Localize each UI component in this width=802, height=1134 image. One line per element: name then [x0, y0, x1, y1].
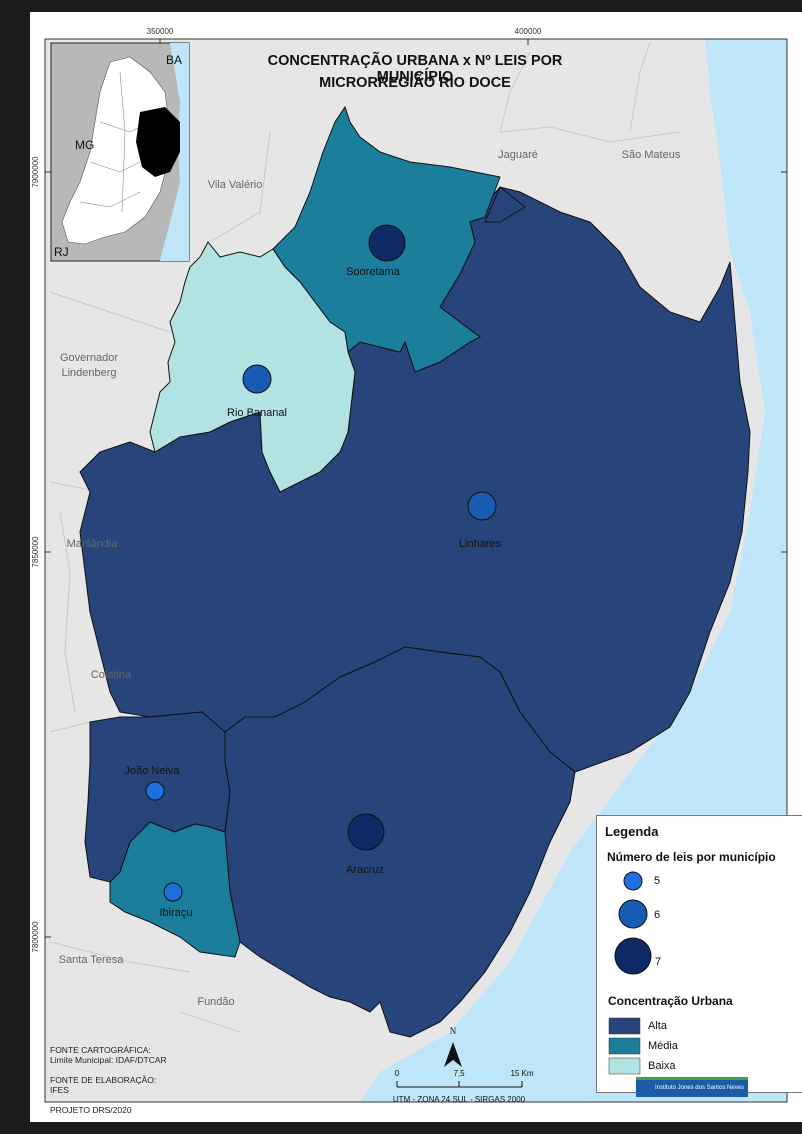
map-frame: Sooretama Rio Bananal Linhares João Neiv…: [30, 12, 802, 1122]
y-tick-7900000: 7900000: [31, 156, 40, 188]
neatline: [44, 38, 788, 1103]
y-tick-7800000: 7800000: [31, 921, 40, 953]
legend-swatch-alta: [608, 1017, 641, 1035]
svg-text:0: 0: [395, 1069, 400, 1078]
legend-size-title: Número de leis por município: [607, 850, 776, 864]
neighbor-boundaries: [49, 41, 681, 1033]
legend-size-6: 6: [654, 909, 661, 921]
municipality-aracruz: [224, 646, 576, 1038]
circle-joao-neiva: [145, 781, 165, 801]
circle-ibiracu: [163, 882, 183, 902]
place-sao-mateus: São Mateus: [622, 149, 681, 161]
svg-text:7,5: 7,5: [453, 1069, 465, 1078]
place-lindenberg: Lindenberg: [61, 367, 116, 379]
inset-label-ba: BA: [166, 53, 182, 67]
label-rio-bananal: Rio Bananal: [227, 407, 287, 419]
legend: Legenda Número de leis por município 5 6…: [596, 815, 802, 1093]
legend-title: Legenda: [605, 824, 659, 839]
place-santa-teresa: Santa Teresa: [59, 954, 125, 966]
north-arrow: N: [444, 1026, 462, 1067]
legend-size-5: 5: [654, 875, 661, 887]
credit-fonte-elaboracao-detail: IFES: [50, 1085, 69, 1095]
circle-aracruz: [347, 813, 385, 851]
legend-circle-5: [623, 871, 643, 891]
legend-class-media: Média: [648, 1040, 678, 1052]
x-tick-400000: 400000: [515, 27, 542, 36]
place-fundao: Fundão: [197, 996, 234, 1008]
label-aracruz: Aracruz: [346, 864, 384, 876]
place-vila-valerio: Vila Valério: [208, 179, 263, 191]
inset-label-rj: RJ: [54, 245, 69, 259]
y-tick-7850000: 7850000: [31, 536, 40, 568]
projection-label: UTM - ZONA 24 SUL - SIRGAS 2000: [393, 1095, 526, 1104]
legend-class-alta: Alta: [648, 1020, 667, 1032]
map-title: CONCENTRAÇÃO URBANA x Nº LEIS POR MUNICÍ…: [267, 53, 563, 85]
legend-class-baixa: Baixa: [648, 1060, 676, 1072]
linhares-north: [484, 186, 526, 223]
map-subtitle: MICRORREGIÃO RIO DOCE: [319, 75, 511, 91]
scale-bar: 0 7,5 15 Km UTM - ZONA 24 SUL - SIRGAS 2…: [393, 1069, 534, 1104]
legend-circle-6: [618, 899, 648, 929]
svg-text:15 Km: 15 Km: [510, 1069, 533, 1078]
place-marilandia: Marilândia: [67, 538, 119, 550]
credit-fonte-cartografica: FONTE CARTOGRÁFICA:: [50, 1045, 151, 1055]
legend-swatch-media: [608, 1037, 641, 1055]
inset-label-mg: MG: [75, 138, 94, 152]
circle-linhares: [467, 491, 497, 521]
inset-map: BA MG RJ: [50, 42, 190, 262]
credit-fonte-elaboracao: FONTE DE ELABORAÇÃO:: [50, 1075, 157, 1085]
label-sooretama: Sooretama: [346, 266, 401, 278]
institute-logo: Instituto Jones dos Santos Neves: [636, 1077, 748, 1097]
place-colatina: Colatina: [91, 669, 132, 681]
institute-logo-text: Instituto Jones dos Santos Neves: [654, 1085, 744, 1091]
circle-sooretama: [368, 224, 406, 262]
place-governador: Governador: [60, 352, 118, 364]
legend-class-title: Concentração Urbana: [608, 994, 733, 1008]
circle-rio-bananal: [242, 364, 272, 394]
svg-text:N: N: [450, 1026, 457, 1036]
legend-swatch-baixa: [608, 1057, 641, 1075]
label-joao-neiva: João Neiva: [124, 765, 180, 777]
label-ibiracu: Ibiraçu: [159, 907, 192, 919]
credit-fonte-cartografica-detail: Limite Municipal: IDAF/DTCAR: [50, 1055, 167, 1065]
legend-symbols: [608, 871, 652, 1075]
x-tick-350000: 350000: [147, 27, 174, 36]
place-jaguare: Jaguaré: [498, 149, 538, 161]
credit-projeto: PROJETO DRS/2020: [50, 1105, 132, 1115]
label-linhares: Linhares: [459, 538, 502, 550]
legend-size-7: 7: [655, 956, 662, 968]
legend-circle-7: [614, 937, 652, 975]
